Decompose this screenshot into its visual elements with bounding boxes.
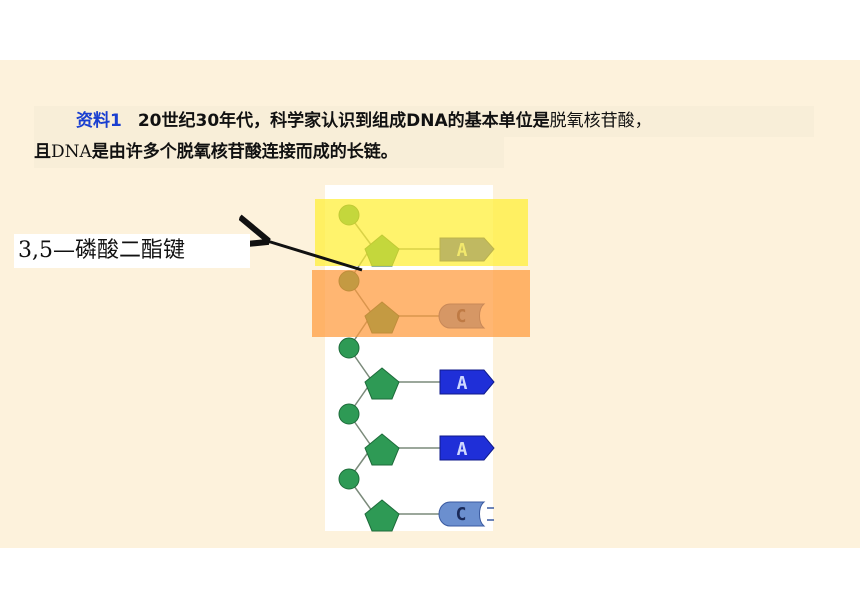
- deoxyribose-pentagon: [364, 433, 400, 466]
- phosphate-circle: [338, 403, 360, 425]
- base-letter: A: [457, 439, 468, 460]
- phosphate-circle: [338, 468, 360, 490]
- paragraph-line-2: 且DNA是由许多个脱氧核苷酸连接而成的长链。: [34, 137, 504, 168]
- base-tag: [438, 501, 486, 527]
- paragraph-line-2-rest: 是由许多个脱氧核苷酸连接而成的长链。: [91, 142, 398, 162]
- paragraph-line-2-start: 且: [34, 142, 51, 162]
- bond-pointer-arrow: [264, 240, 363, 272]
- phosphodiester-bond-label: 3,5—磷酸二酯键: [14, 234, 250, 268]
- nucleotide-1-highlight: [315, 199, 528, 266]
- deoxyribose-pentagon: [364, 499, 400, 532]
- nucleotide-2-highlight: [312, 270, 530, 337]
- base-letter: A: [457, 373, 468, 394]
- paragraph-line-1-main: 20世纪30年代，科学家认识到组成DNA的基本单位是: [137, 111, 550, 131]
- phosphate-circle: [338, 337, 360, 359]
- paragraph-line-1: 资料1 20世纪30年代，科学家认识到组成DNA的基本单位是脱氧核苷酸，: [34, 106, 814, 137]
- source-tag: 资料1: [76, 111, 122, 131]
- deoxyribose-pentagon: [364, 367, 400, 400]
- source-paragraph: 资料1 20世纪30年代，科学家认识到组成DNA的基本单位是脱氧核苷酸， 且DNA…: [34, 106, 814, 168]
- paragraph-line-2-dna: DNA: [51, 142, 92, 162]
- base-tag: [439, 435, 495, 461]
- paragraph-line-1-tail: 脱氧核苷酸，: [549, 111, 652, 131]
- base-tag: [439, 369, 495, 395]
- base-letter: C: [456, 504, 467, 525]
